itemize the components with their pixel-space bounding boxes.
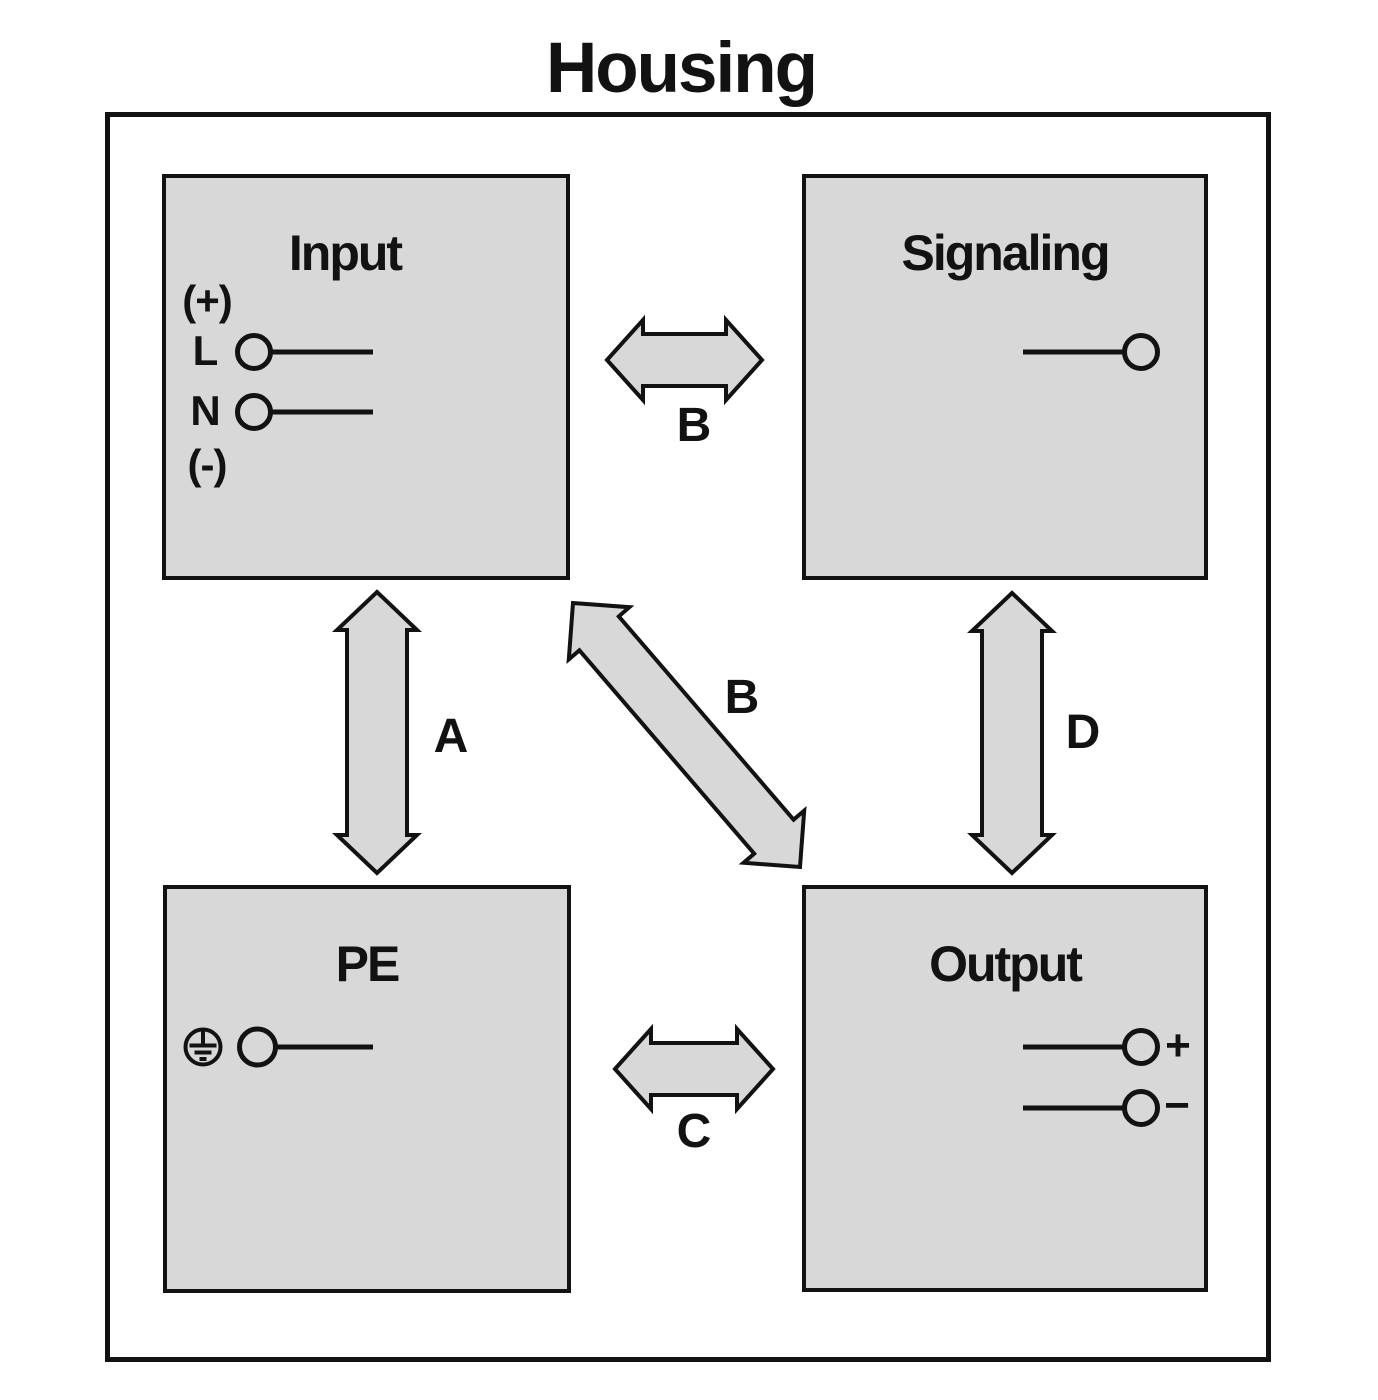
pe-panel-title: PE — [335, 936, 401, 992]
input-minus-label: (-) — [187, 441, 228, 488]
input-line-label: L — [192, 327, 219, 374]
pe-panel: PE — [163, 885, 571, 1293]
diagram-title: Housing — [546, 29, 818, 108]
signaling-panel-title: Signaling — [901, 225, 1111, 281]
arrow-d-label: D — [1065, 706, 1101, 759]
output-plus-label: + — [1165, 1021, 1191, 1070]
arrow-b-top-label: B — [676, 399, 712, 452]
arrow-a-label: A — [433, 710, 469, 763]
input-neutral-label: N — [190, 387, 220, 434]
output-panel: Output — [802, 885, 1208, 1292]
input-plus-label: (+) — [182, 277, 232, 324]
output-panel-title: Output — [929, 936, 1083, 992]
input-panel: Input — [162, 174, 570, 580]
arrow-c-label: C — [676, 1105, 712, 1158]
signaling-panel: Signaling — [802, 174, 1208, 580]
input-panel-title: Input — [288, 225, 403, 281]
arrow-b-diagonal-label: B — [724, 671, 760, 724]
output-minus-label: − — [1164, 1081, 1190, 1130]
